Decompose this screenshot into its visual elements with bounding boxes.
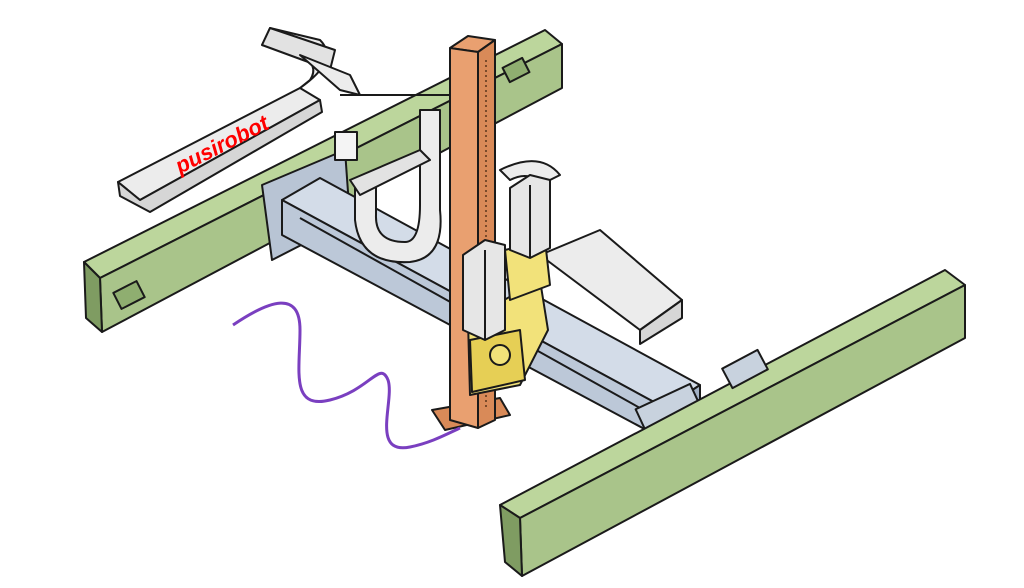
front-rail bbox=[499, 269, 966, 577]
hanging-cable-chain bbox=[334, 94, 455, 264]
servo-motors bbox=[462, 174, 551, 341]
carriage bbox=[467, 239, 551, 396]
back-cable-chain bbox=[117, 27, 361, 213]
motion-trajectory bbox=[232, 301, 461, 450]
